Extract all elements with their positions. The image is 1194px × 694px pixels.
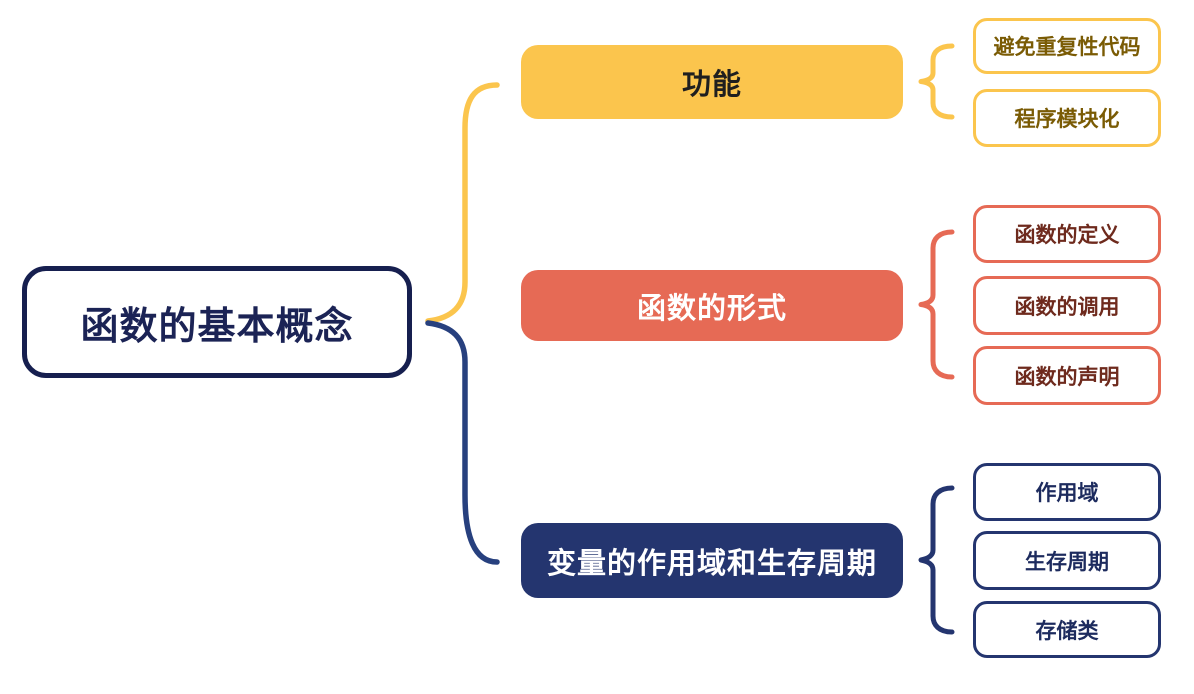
child-node-lifetime[interactable]: 生存周期 bbox=[973, 531, 1161, 590]
child-node-avoid-duplicate-code[interactable]: 避免重复性代码 bbox=[973, 18, 1161, 74]
curly-brace-top-icon bbox=[918, 43, 955, 120]
curly-brace-middle-icon bbox=[918, 229, 955, 380]
root-node-label: 函数的基本概念 bbox=[80, 305, 354, 348]
child-node-function-call[interactable]: 函数的调用 bbox=[973, 276, 1161, 335]
root-node-function-basics[interactable]: 函数的基本概念 bbox=[22, 266, 412, 378]
child-node-scope[interactable]: 作用域 bbox=[973, 463, 1161, 521]
child-node-label: 程序模块化 bbox=[1014, 108, 1120, 131]
branch-node-label: 变量的作用域和生存周期 bbox=[546, 547, 877, 580]
child-node-storage-class[interactable]: 存储类 bbox=[973, 601, 1161, 658]
child-node-program-modularization[interactable]: 程序模块化 bbox=[973, 89, 1161, 147]
branch-node-features[interactable]: 功能 bbox=[521, 45, 903, 119]
child-node-function-definition[interactable]: 函数的定义 bbox=[973, 205, 1161, 263]
child-node-label: 避免重复性代码 bbox=[993, 36, 1141, 59]
child-node-function-declaration[interactable]: 函数的声明 bbox=[973, 346, 1161, 405]
branch-node-label: 函数的形式 bbox=[636, 292, 787, 325]
child-node-label: 生存周期 bbox=[1025, 550, 1109, 574]
branch-node-variable-scope-lifetime[interactable]: 变量的作用域和生存周期 bbox=[521, 523, 903, 598]
child-node-label: 作用域 bbox=[1035, 482, 1099, 505]
connector-curve-top-branch bbox=[425, 82, 500, 324]
branch-node-label: 功能 bbox=[681, 69, 742, 101]
child-node-label: 存储类 bbox=[1035, 619, 1099, 643]
connector-curve-bottom-branch bbox=[425, 320, 500, 565]
child-node-label: 函数的调用 bbox=[1014, 295, 1120, 319]
child-node-label: 函数的声明 bbox=[1014, 365, 1120, 389]
child-node-label: 函数的定义 bbox=[1014, 224, 1120, 247]
curly-brace-bottom-icon bbox=[918, 485, 955, 635]
branch-node-function-forms[interactable]: 函数的形式 bbox=[521, 270, 903, 341]
